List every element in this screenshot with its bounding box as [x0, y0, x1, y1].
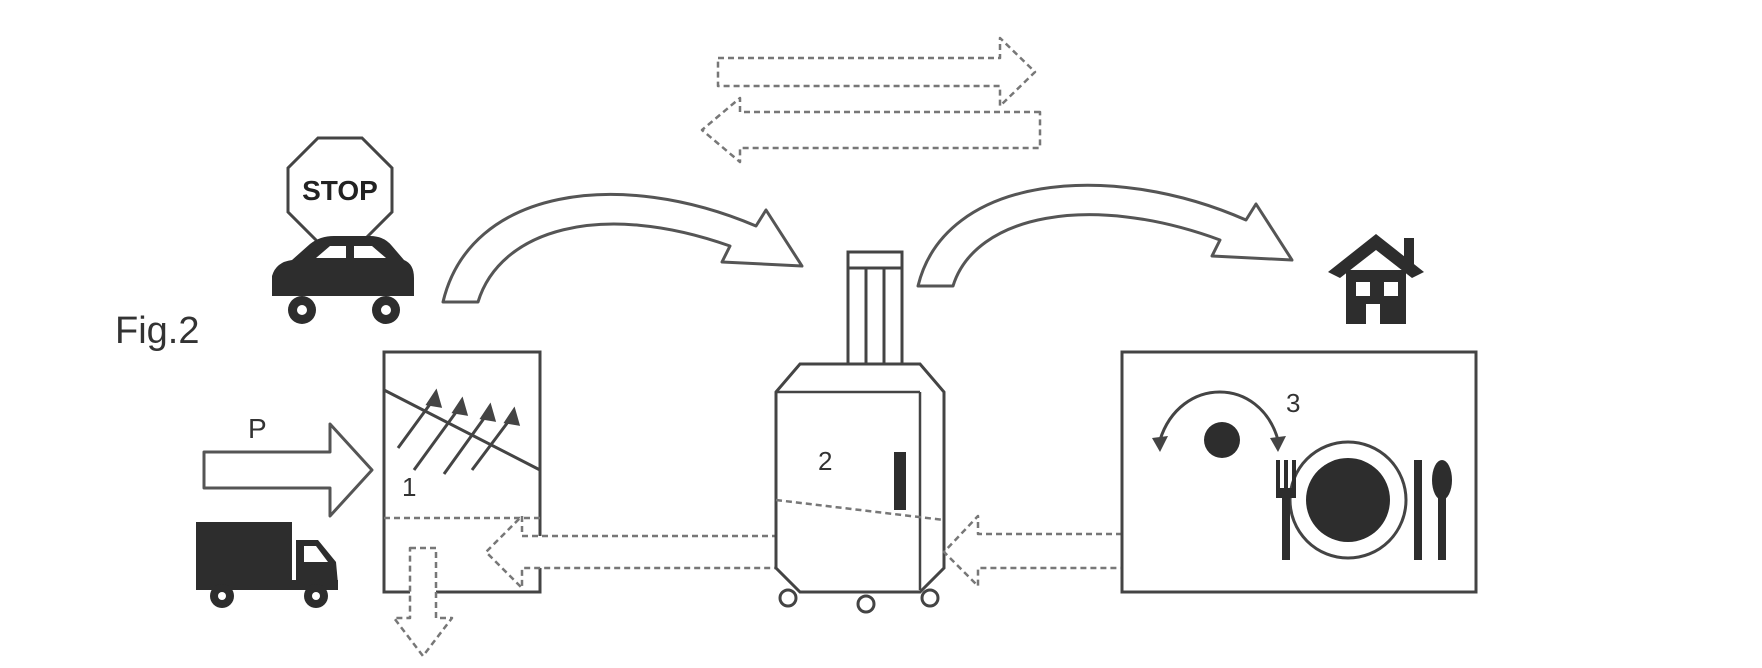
- rotation-arrow-icon: [1152, 390, 1286, 458]
- top-arrow-right: [716, 36, 1037, 108]
- stop-sign-icon: STOP: [286, 136, 394, 244]
- emission-arrows: [396, 388, 521, 475]
- curved-arrow-right: [916, 183, 1294, 288]
- p-arrow-label: P: [248, 413, 267, 444]
- top-arrow-left: [700, 96, 1042, 164]
- zone-3-box: 3: [1120, 350, 1478, 594]
- suitcase-icon: 2: [774, 250, 946, 614]
- zone-1-label: 1: [402, 472, 416, 502]
- truck-icon: [196, 522, 338, 608]
- zone-3-label: 3: [1286, 388, 1300, 418]
- cutlery-plate-icon: [1276, 440, 1452, 560]
- zone-2-label: 2: [818, 446, 832, 476]
- figure-title: Fig.2: [115, 310, 199, 352]
- stop-sign-text: STOP: [302, 175, 378, 206]
- house-icon: [1328, 234, 1424, 324]
- curved-arrow-left: [441, 193, 804, 304]
- car-icon: [272, 236, 414, 324]
- p-arrow: [202, 422, 374, 518]
- down-arrow: [392, 546, 454, 658]
- return-arrow-to-zone-1: [484, 514, 810, 590]
